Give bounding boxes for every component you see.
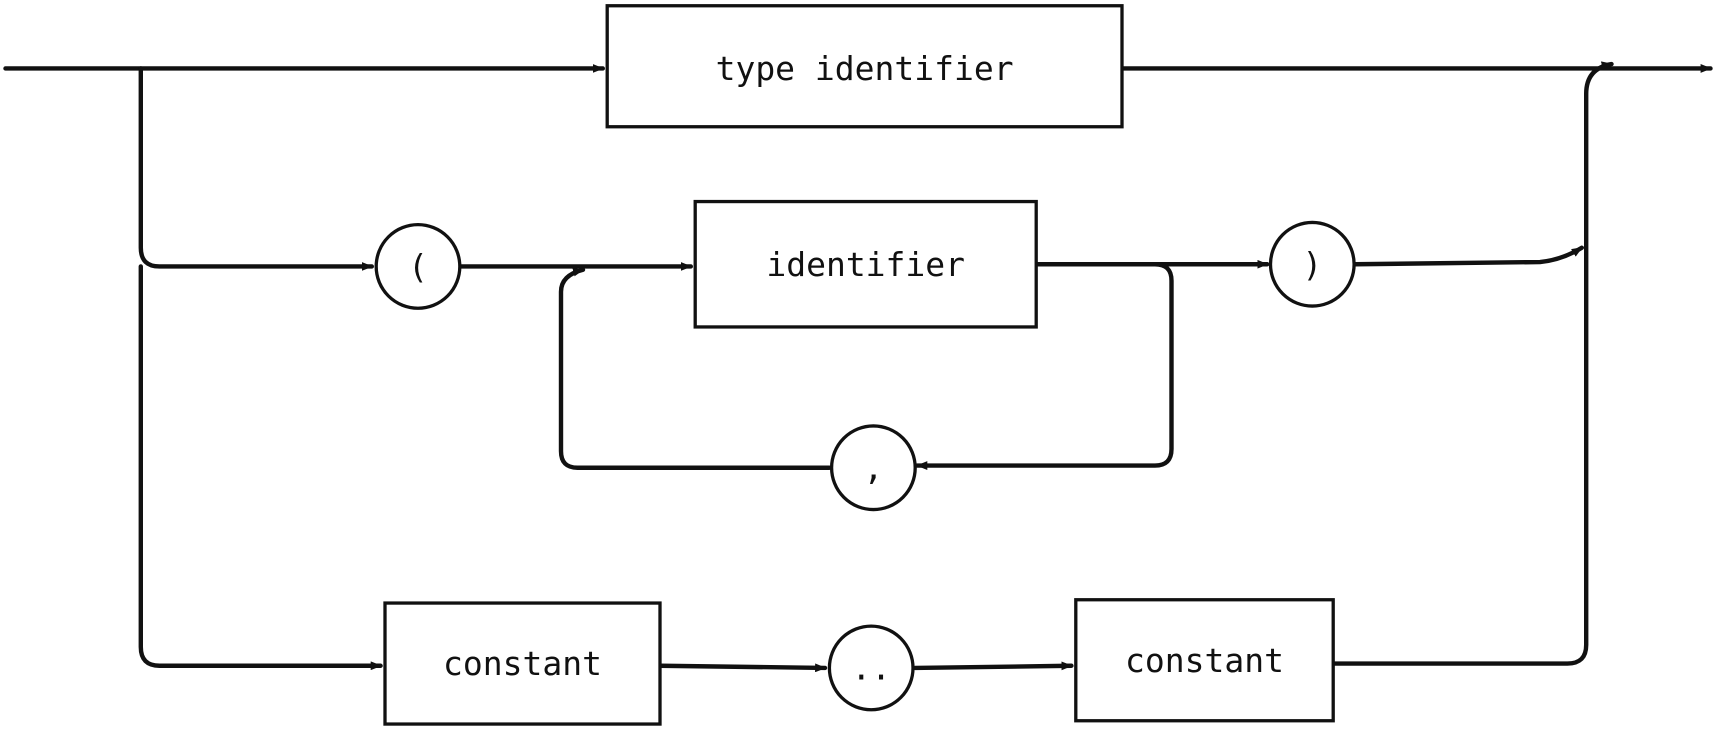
- constant-label-1: constant: [443, 644, 602, 683]
- open-paren-label: (: [408, 247, 428, 286]
- loop-back: [915, 262, 1174, 470]
- close-paren-label: ): [1302, 245, 1322, 284]
- type-identifier-label: type identifier: [716, 49, 1014, 88]
- left-branch-lower: [138, 264, 383, 671]
- loop-return: [558, 267, 832, 470]
- right-branch: [1331, 61, 1614, 666]
- constant-to-dots: [657, 663, 828, 673]
- comma-label: ,: [863, 448, 883, 487]
- range-dots-circle: ..: [827, 624, 915, 712]
- constant-box-2: constant: [1074, 598, 1335, 723]
- type-identifier-box: type identifier: [605, 4, 1124, 129]
- range-dots-label: ..: [851, 648, 891, 687]
- identifier-box: identifier: [693, 199, 1038, 329]
- close-to-exit: [1353, 245, 1585, 267]
- close-paren-circle: ): [1268, 220, 1356, 308]
- dots-to-constant: [913, 661, 1074, 671]
- constant-box-1: constant: [383, 601, 662, 726]
- left-branch: [138, 66, 374, 271]
- comma-circle: ,: [829, 424, 917, 512]
- constant-label-2: constant: [1125, 641, 1284, 680]
- open-paren-circle: (: [374, 223, 462, 310]
- identifier-label: identifier: [766, 245, 965, 284]
